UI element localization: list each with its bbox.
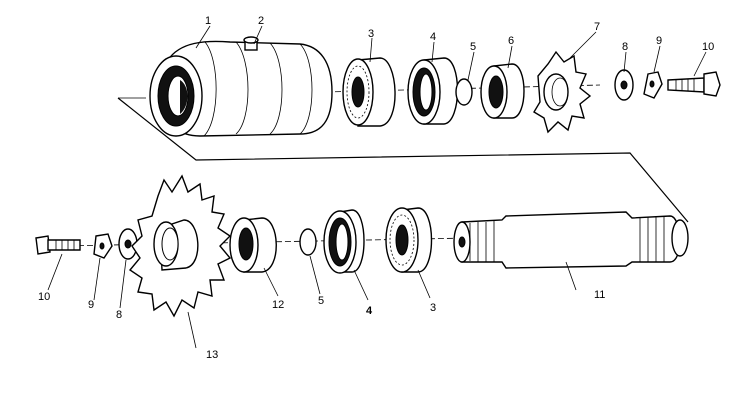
race-lower-part <box>323 209 365 274</box>
bolt-lower-part <box>35 235 81 255</box>
callout-9-lower: 9 <box>88 299 94 311</box>
callout-5-upper: 5 <box>470 41 476 53</box>
callout-8-lower: 8 <box>116 309 122 321</box>
o-ring-lower-part <box>299 228 317 256</box>
bearing-lower-part <box>385 207 433 273</box>
race-upper-part <box>407 57 459 125</box>
callout-3-upper: 3 <box>368 28 374 40</box>
lock-washer-lower-part <box>93 233 113 259</box>
callout-12: 12 <box>272 299 284 311</box>
washer-upper-part <box>614 69 634 101</box>
callout-3-lower: 3 <box>430 302 436 314</box>
callout-5-lower: 5 <box>318 295 324 307</box>
shaft-part <box>453 211 689 269</box>
callout-7: 7 <box>594 21 600 33</box>
callout-13: 13 <box>206 349 218 361</box>
callout-2: 2 <box>258 15 264 27</box>
bearing-upper-part <box>342 57 396 127</box>
housing-part <box>149 40 333 137</box>
callout-9-upper: 9 <box>656 35 662 47</box>
callout-1: 1 <box>205 15 211 27</box>
bolt-upper-part <box>667 71 721 97</box>
large-sprocket-part <box>128 174 232 318</box>
callout-11: 11 <box>594 289 605 301</box>
lock-washer-upper-part <box>643 71 663 99</box>
small-sprocket-part <box>533 50 592 134</box>
callout-6-upper: 6 <box>508 35 514 47</box>
callout-10-upper: 10 <box>702 41 714 53</box>
grease-fitting-part <box>243 36 259 51</box>
leader-lines <box>47 25 707 349</box>
o-ring-upper-part <box>455 78 473 106</box>
callout-8-upper: 8 <box>622 41 628 53</box>
callout-4-upper: 4 <box>430 31 436 43</box>
assembly-plane-outline <box>117 97 689 223</box>
spacer-upper-part <box>480 63 525 119</box>
spacer-lower-part <box>229 217 277 273</box>
callout-10-lower: 10 <box>38 291 50 303</box>
callout-4-lower: 4 <box>366 305 373 317</box>
